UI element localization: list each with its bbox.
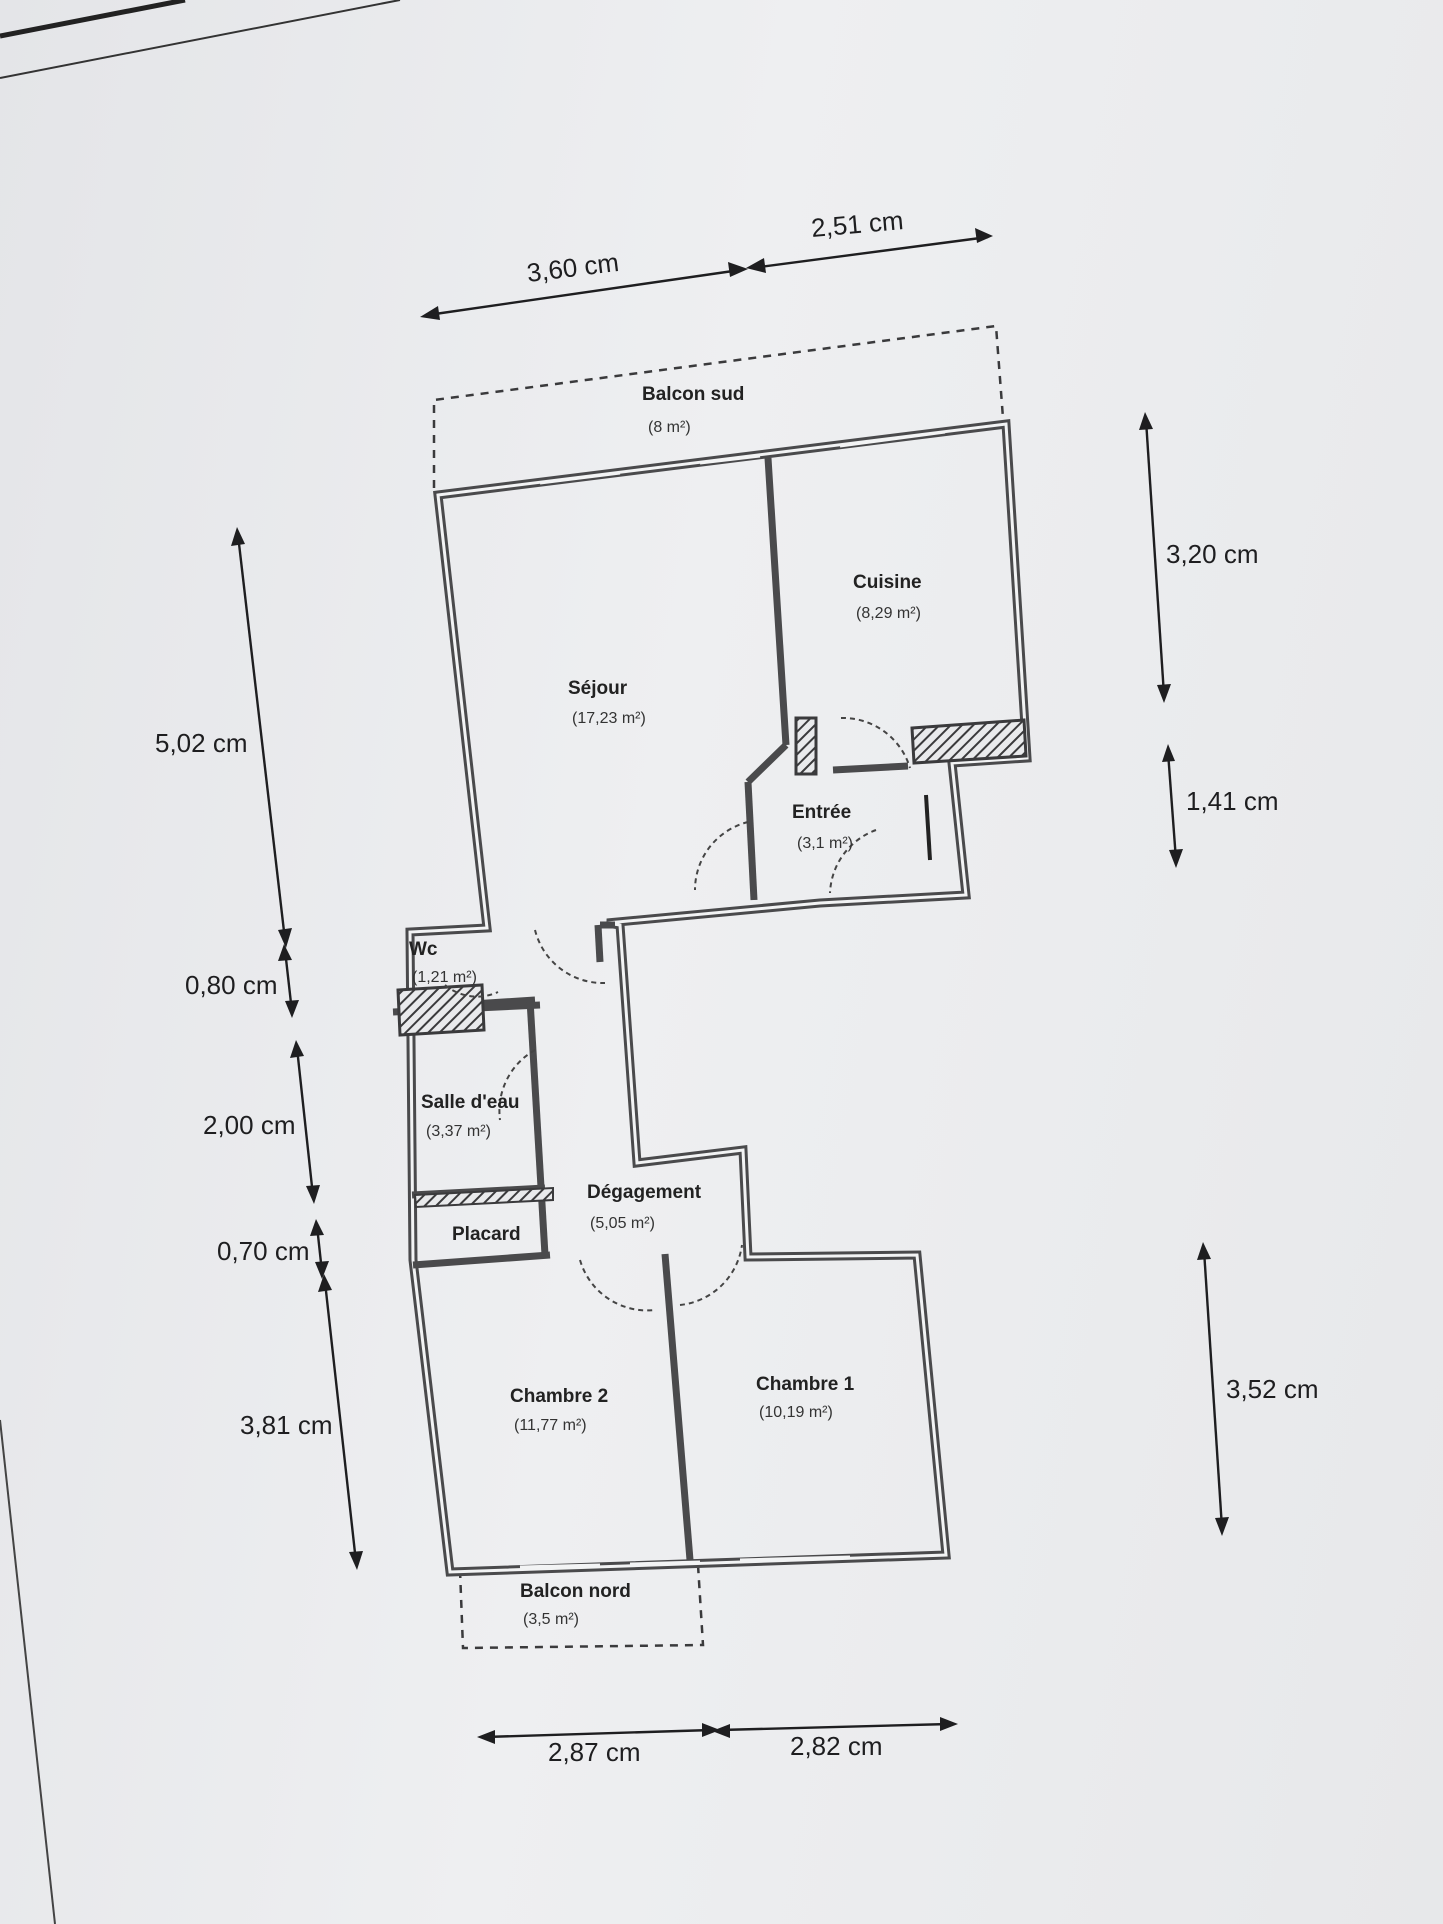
degagement-name: Dégagement xyxy=(587,1182,702,1203)
balcon-sud-area: (8 m²) xyxy=(648,419,691,436)
chambre2-area: (11,77 m²) xyxy=(514,1417,587,1434)
page-corner-border xyxy=(0,0,401,1924)
dim-right-lower: 3,52 cm xyxy=(1226,1374,1319,1404)
dim-left-1: 5,02 cm xyxy=(155,728,248,758)
duct-wc xyxy=(396,983,486,1037)
dim-left-3: 2,00 cm xyxy=(203,1110,296,1140)
duct-cuisine-left xyxy=(794,716,818,776)
entree-door-frame xyxy=(924,794,932,861)
dim-top-right: 2,51 cm xyxy=(810,205,905,243)
balcon-sud-name: Balcon sud xyxy=(642,384,744,405)
dim-left-5: 3,81 cm xyxy=(240,1410,333,1440)
dimension-labels: 3,60 cm 2,51 cm 3,20 cm 1,41 cm 3,52 cm … xyxy=(155,205,1319,1767)
dim-right-upper: 3,20 cm xyxy=(1166,539,1259,569)
entree-area: (3,1 m²) xyxy=(797,835,853,852)
cuisine-area: (8,29 m²) xyxy=(856,605,921,622)
sejour-area: (17,23 m²) xyxy=(572,710,646,727)
placard-name: Placard xyxy=(452,1224,521,1245)
chambre2-name: Chambre 2 xyxy=(510,1386,608,1407)
dim-bottom-right: 2,82 cm xyxy=(790,1731,883,1761)
windows xyxy=(519,430,946,1569)
dim-bottom-left: 2,87 cm xyxy=(548,1737,641,1767)
dim-right-middle: 1,41 cm xyxy=(1186,786,1279,816)
wc-name: Wc xyxy=(409,939,438,960)
cuisine-name: Cuisine xyxy=(853,572,922,593)
wc-area: (1,21 m²) xyxy=(412,969,477,986)
doors xyxy=(444,716,911,1312)
salle-deau-area: (3,37 m²) xyxy=(426,1123,491,1140)
outer-wall-inner-line xyxy=(408,422,1029,1574)
sejour-name: Séjour xyxy=(568,678,628,699)
balcon-nord-name: Balcon nord xyxy=(520,1581,631,1602)
duct-salle-deau xyxy=(413,1186,554,1209)
entree-name: Entrée xyxy=(792,802,851,823)
dimension-lines xyxy=(231,228,1229,1744)
dim-left-2: 0,80 cm xyxy=(185,970,278,1000)
balcon-nord-outline xyxy=(458,1564,705,1650)
dim-top-left: 3,60 cm xyxy=(525,247,620,288)
degagement-area: (5,05 m²) xyxy=(590,1215,655,1232)
chambre1-area: (10,19 m²) xyxy=(759,1404,833,1421)
room-labels: Balcon sud (8 m²) Cuisine (8,29 m²) Séjo… xyxy=(409,384,922,1628)
chambre1-name: Chambre 1 xyxy=(756,1374,855,1395)
salle-deau-name: Salle d'eau xyxy=(421,1092,520,1113)
duct-cuisine-right xyxy=(910,718,1028,765)
dim-left-4: 0,70 cm xyxy=(217,1236,310,1266)
outer-wall xyxy=(405,418,1032,1577)
balcon-nord-area: (3,5 m²) xyxy=(523,1611,579,1628)
